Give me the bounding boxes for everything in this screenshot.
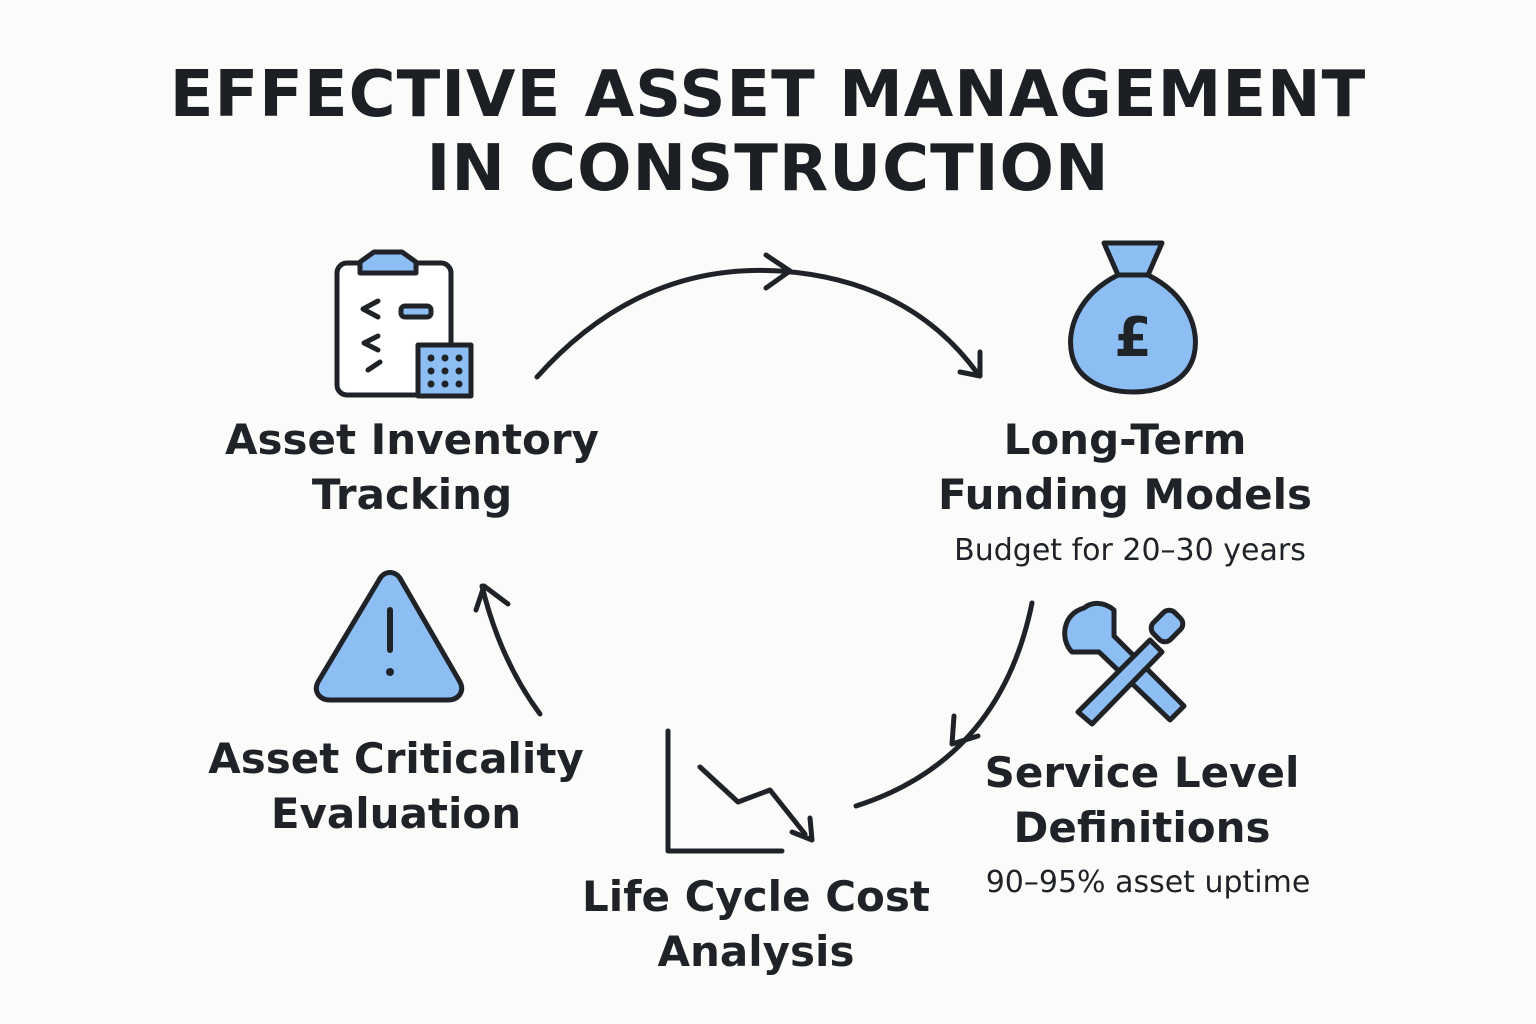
- wrench-screwdriver-icon: [1062, 600, 1187, 727]
- warning-triangle-icon: [313, 570, 465, 703]
- title-line-1: EFFECTIVE ASSET MANAGEMENT: [169, 58, 1367, 132]
- step-life-cycle-line-1: Life Cycle Cost: [582, 872, 930, 921]
- arrow-funding-to-lifecycle: [853, 600, 1035, 809]
- step-asset-inventory-line-1: Asset Inventory: [224, 415, 599, 464]
- arrow-criticality-to-inventory: [473, 583, 543, 717]
- step-funding-models-line-1: Long-Term: [1003, 415, 1247, 464]
- step-funding-models-line-2: Funding Models: [937, 470, 1313, 519]
- step-criticality-line-1: Asset Criticality: [208, 734, 584, 783]
- step-life-cycle-label: Life Cycle Cost Analysis: [536, 869, 976, 979]
- step-life-cycle-line-2: Analysis: [657, 927, 855, 976]
- clipboard-checklist-icon: [334, 249, 474, 399]
- step-funding-models-label: Long-Term Funding Models: [905, 412, 1345, 522]
- money-bag-pound-icon: £: [1068, 240, 1198, 395]
- step-criticality-label: Asset Criticality Evaluation: [176, 731, 616, 841]
- step-criticality-line-2: Evaluation: [270, 789, 522, 838]
- pound-glyph: £: [1114, 306, 1152, 369]
- step-service-level-detail: 90–95% asset uptime: [985, 865, 1311, 900]
- step-service-level-line-2: Definitions: [1013, 803, 1271, 852]
- step-asset-inventory-line-2: Tracking: [311, 470, 513, 519]
- step-asset-inventory-label: Asset Inventory Tracking: [192, 412, 632, 522]
- step-service-level-line-1: Service Level: [984, 748, 1300, 797]
- declining-line-chart-icon: [665, 728, 815, 854]
- title-line-2: IN CONSTRUCTION: [426, 132, 1110, 206]
- step-service-level-label: Service Level Definitions: [922, 745, 1362, 855]
- arrow-inventory-to-funding: [534, 252, 983, 380]
- step-funding-models-detail: Budget for 20–30 years: [954, 533, 1306, 568]
- page-title: EFFECTIVE ASSET MANAGEMENT IN CONSTRUCTI…: [0, 58, 1536, 206]
